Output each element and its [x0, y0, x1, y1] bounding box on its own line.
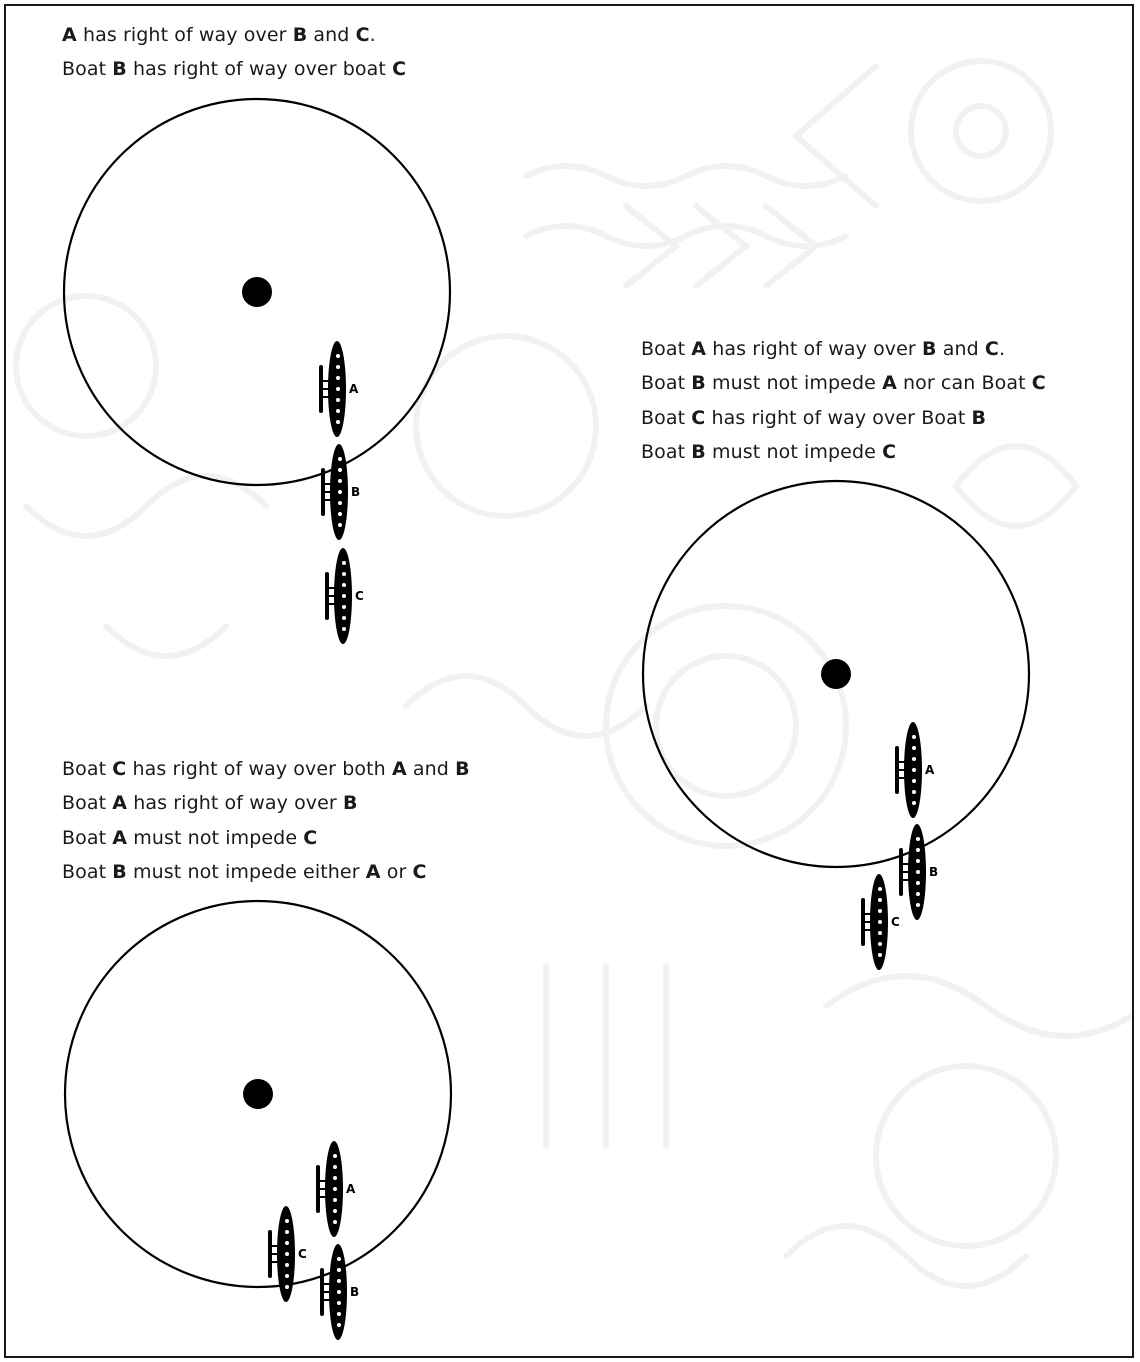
boat-a: A: [319, 341, 359, 437]
rower-dot: [285, 1230, 289, 1234]
rower-dot: [342, 583, 346, 587]
boat-label: C: [891, 915, 900, 929]
rower-dot: [342, 616, 346, 620]
rower-dot: [916, 848, 920, 852]
rower-dot: [337, 1312, 341, 1316]
rower-dot: [912, 746, 916, 750]
rower-dot: [333, 1187, 337, 1191]
rower-dot: [333, 1176, 337, 1180]
rower-dot: [342, 561, 346, 565]
rower-dot: [285, 1263, 289, 1267]
mark-buoy: [243, 1079, 273, 1109]
rower-dot: [878, 898, 882, 902]
boat-c: C: [861, 874, 900, 970]
rower-dot: [916, 837, 920, 841]
rower-dot: [336, 376, 340, 380]
rower-dot: [336, 387, 340, 391]
rower-dot: [336, 354, 340, 358]
rower-dot: [336, 365, 340, 369]
rower-dot: [912, 768, 916, 772]
rower-dot: [916, 892, 920, 896]
rower-dot: [337, 1290, 341, 1294]
rower-dot: [338, 501, 342, 505]
boat-b: B: [320, 1244, 359, 1340]
rower-dot: [342, 572, 346, 576]
rower-dot: [878, 942, 882, 946]
rower-dot: [336, 409, 340, 413]
boat-label: C: [355, 589, 364, 603]
boat-label: A: [349, 382, 359, 396]
rower-dot: [337, 1268, 341, 1272]
boat-c: C: [268, 1206, 307, 1302]
rower-dot: [342, 605, 346, 609]
rower-dot: [333, 1154, 337, 1158]
rower-dot: [285, 1274, 289, 1278]
scenario-2-diagram: A B C: [643, 481, 1029, 970]
boat-c: C: [325, 548, 364, 644]
rower-dot: [285, 1219, 289, 1223]
rower-dot: [342, 594, 346, 598]
rower-dot: [338, 457, 342, 461]
mark-buoy: [821, 659, 851, 689]
rower-dot: [338, 523, 342, 527]
boat-label: B: [929, 865, 938, 879]
boat-a: A: [316, 1141, 356, 1237]
rower-dot: [878, 887, 882, 891]
rower-dot: [338, 479, 342, 483]
rower-dot: [333, 1220, 337, 1224]
rower-dot: [338, 490, 342, 494]
rower-dot: [912, 757, 916, 761]
boat-label: A: [925, 763, 935, 777]
rower-dot: [342, 627, 346, 631]
mark-buoy: [242, 277, 272, 307]
boat-a: A: [895, 722, 935, 818]
rower-dot: [912, 790, 916, 794]
boat-label: B: [350, 1285, 359, 1299]
rower-dot: [336, 420, 340, 424]
rower-dot: [285, 1285, 289, 1289]
rower-dot: [878, 920, 882, 924]
rower-dot: [338, 512, 342, 516]
rower-dot: [333, 1165, 337, 1169]
scenario-3-diagram: A C B: [65, 901, 451, 1340]
scenario-1-diagram: A B C: [64, 99, 450, 644]
rower-dot: [338, 468, 342, 472]
rower-dot: [285, 1241, 289, 1245]
rower-dot: [333, 1209, 337, 1213]
rower-dot: [878, 931, 882, 935]
boat-b: B: [899, 824, 938, 920]
boat-label: B: [351, 485, 360, 499]
rower-dot: [337, 1301, 341, 1305]
rower-dot: [336, 398, 340, 402]
rower-dot: [878, 909, 882, 913]
rower-dot: [337, 1279, 341, 1283]
rower-dot: [916, 859, 920, 863]
boat-label: A: [346, 1182, 356, 1196]
boat-label: C: [298, 1247, 307, 1261]
rower-dot: [333, 1198, 337, 1202]
rower-dot: [916, 903, 920, 907]
rounding-mark-diagrams: A B C A B C A C B: [6, 6, 1132, 1356]
rower-dot: [285, 1252, 289, 1256]
rower-dot: [337, 1257, 341, 1261]
page-frame: A has right of way over B and C.Boat B h…: [4, 4, 1134, 1358]
rower-dot: [912, 735, 916, 739]
rower-dot: [916, 881, 920, 885]
rower-dot: [912, 779, 916, 783]
rower-dot: [878, 953, 882, 957]
rower-dot: [916, 870, 920, 874]
rower-dot: [912, 801, 916, 805]
rower-dot: [337, 1323, 341, 1327]
